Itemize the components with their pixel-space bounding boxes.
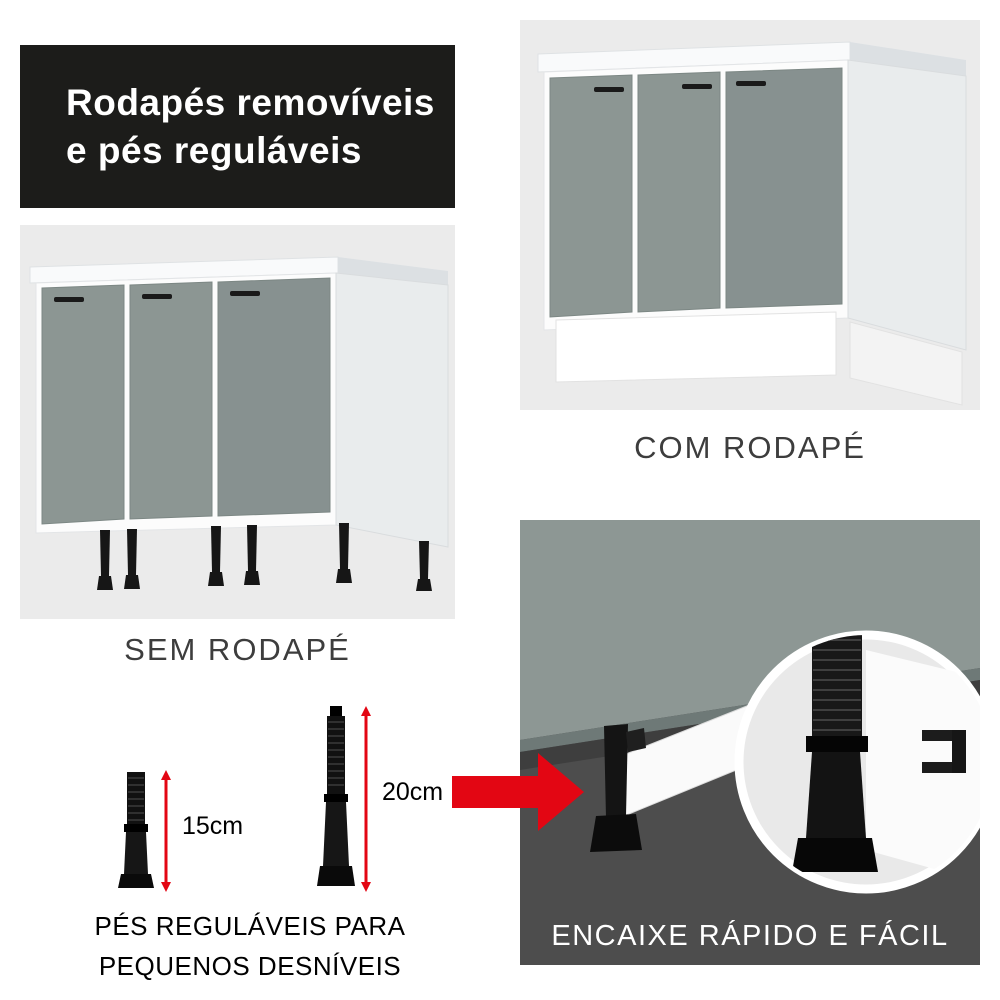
header-banner: Rodapés removíveis e pés reguláveis <box>20 45 455 208</box>
feet-caption-line1: PÉS REGULÁVEIS PARA <box>94 911 406 941</box>
measurement-15cm: 15cm <box>182 812 244 840</box>
measurement-20cm: 20cm <box>382 778 444 806</box>
header-title-line1: Rodapés removíveis <box>66 81 435 123</box>
adjustable-foot-20-icon <box>317 706 355 886</box>
panel-quick-fit-closeup: ENCAIXE RÁPIDO E FÁCIL <box>520 520 980 965</box>
cabinet-with-baseboard-illustration <box>537 41 967 406</box>
cabinet-side <box>847 59 967 351</box>
adjustable-foot-15-icon <box>118 772 154 888</box>
label-quick-fit: ENCAIXE RÁPIDO E FÁCIL <box>551 920 949 952</box>
arrow-right-icon <box>452 753 584 831</box>
door-handles <box>594 81 766 92</box>
cabinet-doors <box>41 277 331 525</box>
countertop <box>29 256 448 285</box>
countertop <box>537 41 966 76</box>
magnifier-circle-icon <box>734 630 980 894</box>
door-handles <box>54 291 260 302</box>
mounting-clip <box>922 730 966 773</box>
panel-with-baseboard <box>520 20 980 410</box>
feet-caption-line2: PEQUENOS DESNÍVEIS <box>98 951 402 981</box>
cabinet-side <box>335 272 449 548</box>
feet-caption: PÉS REGULÁVEIS PARA PEQUENOS DESNÍVEIS <box>40 906 460 986</box>
header-title-line2: e pés reguláveis <box>66 129 362 171</box>
cabinet-doors <box>549 67 843 318</box>
measure-line-20-icon <box>361 706 371 892</box>
panel-without-baseboard <box>20 225 455 619</box>
measure-line-15-icon <box>161 770 171 892</box>
closeup-foot <box>590 724 646 852</box>
label-without-baseboard: SEM RODAPÉ <box>124 632 351 667</box>
adjustable-feet <box>97 523 432 591</box>
baseboard <box>555 311 963 406</box>
cabinet-without-baseboard-illustration <box>29 256 449 591</box>
baseboard-closeup-illustration <box>520 520 980 965</box>
label-with-baseboard: COM RODAPÉ <box>634 430 866 465</box>
